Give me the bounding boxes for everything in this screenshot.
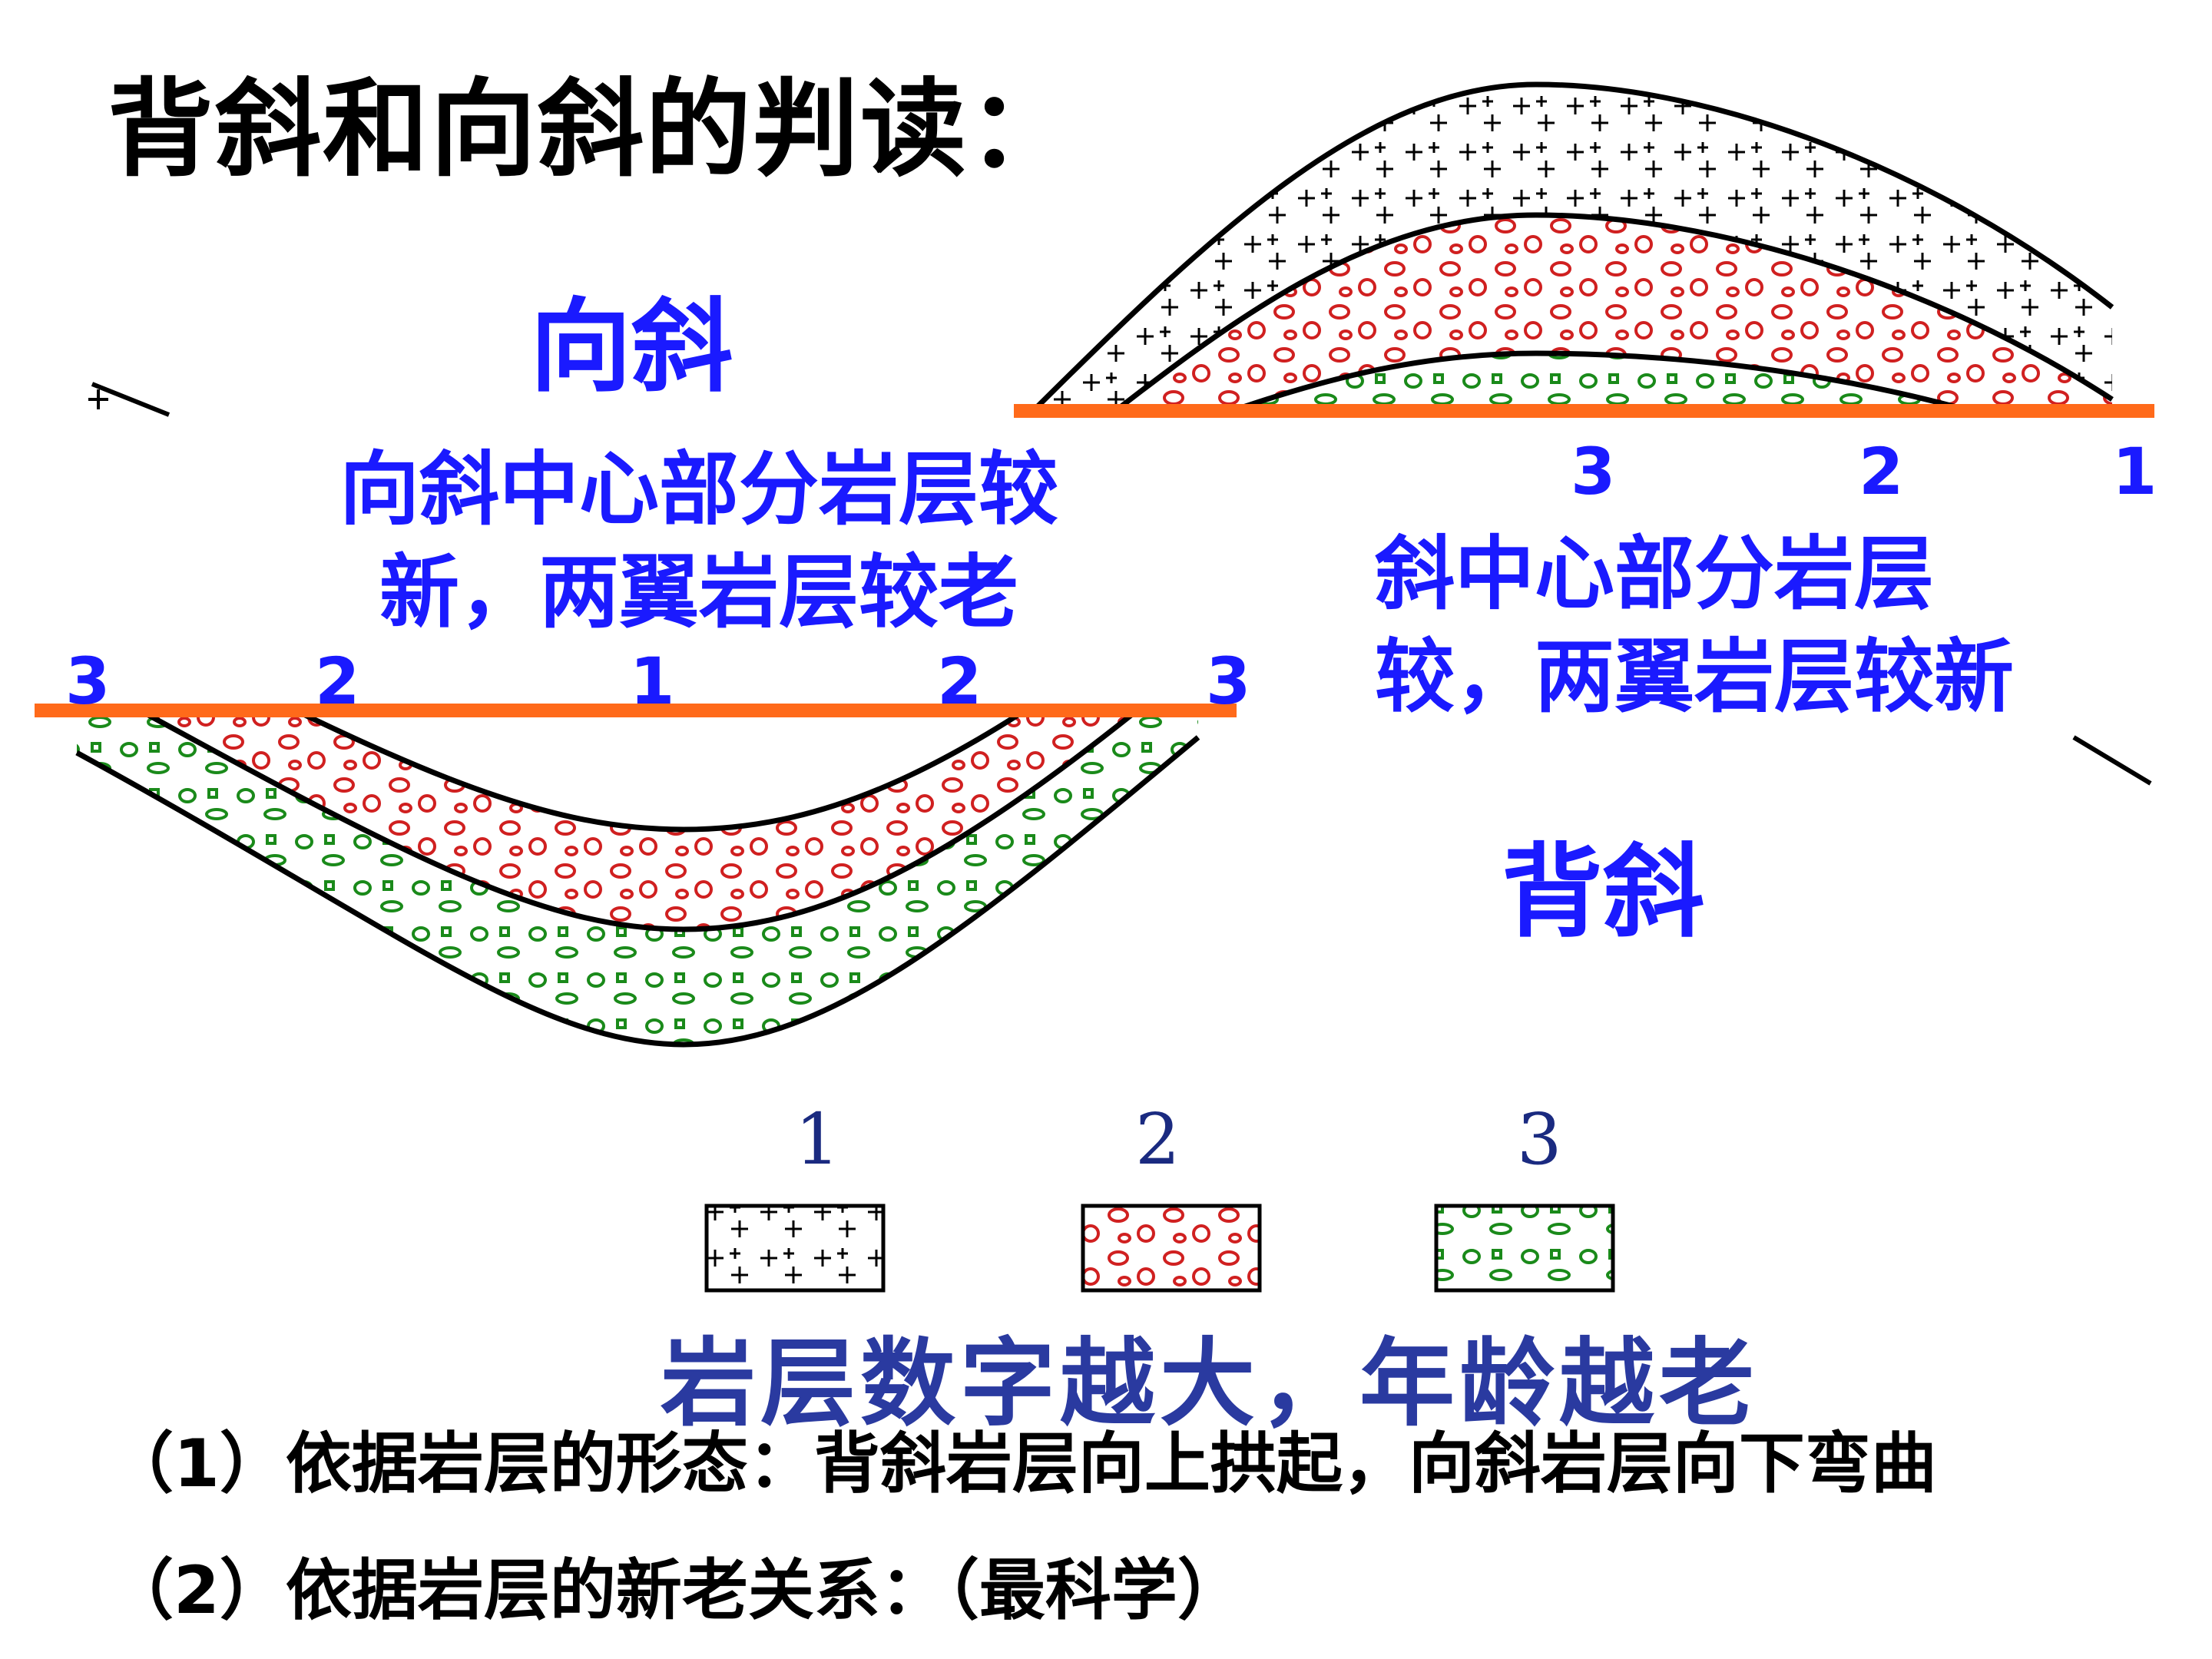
syncline-number: 1 (630, 644, 675, 719)
syncline-folds (75, 714, 1200, 1048)
legend-number-2: 2 (1135, 1098, 1181, 1181)
legend-box-3 (1434, 1204, 1615, 1293)
syncline-label: 向斜 (530, 288, 733, 406)
anticline-right-limb (2072, 735, 2152, 786)
legend-number-1: 1 (795, 1098, 840, 1181)
legend-number-3: 3 (1517, 1098, 1562, 1181)
legend-box-2 (1081, 1204, 1262, 1293)
basis-1: （1）依据岩层的形态：背斜岩层向上拱起，向斜岩层向下弯曲 (108, 1426, 1937, 1502)
legend-box-1 (704, 1204, 886, 1293)
syncline-plus-mark (88, 389, 108, 409)
anticline-label: 背斜 (1502, 833, 1704, 952)
anticline-number: 1 (2112, 434, 2157, 509)
syncline-description: 向斜中心部分岩层较新，两翼岩层较老 (339, 442, 1058, 639)
basis-2: （2）依据岩层的新老关系：（最科学） (108, 1552, 1243, 1629)
syncline-number: 2 (315, 644, 360, 719)
anticline-number: 3 (1571, 434, 1616, 509)
syncline-number: 3 (1206, 644, 1251, 719)
syncline-number: 3 (65, 644, 111, 719)
legend-rule: 岩层数字越大，年龄越老 (661, 1328, 1760, 1439)
anticline-description: 斜中心部分岩层较，两翼岩层较新 (1375, 527, 2015, 724)
syncline-number: 2 (937, 644, 982, 719)
page-title: 背斜和向斜的判读： (108, 68, 1076, 191)
syncline-left-limb (91, 382, 171, 417)
anticline-number: 2 (1859, 434, 1904, 509)
